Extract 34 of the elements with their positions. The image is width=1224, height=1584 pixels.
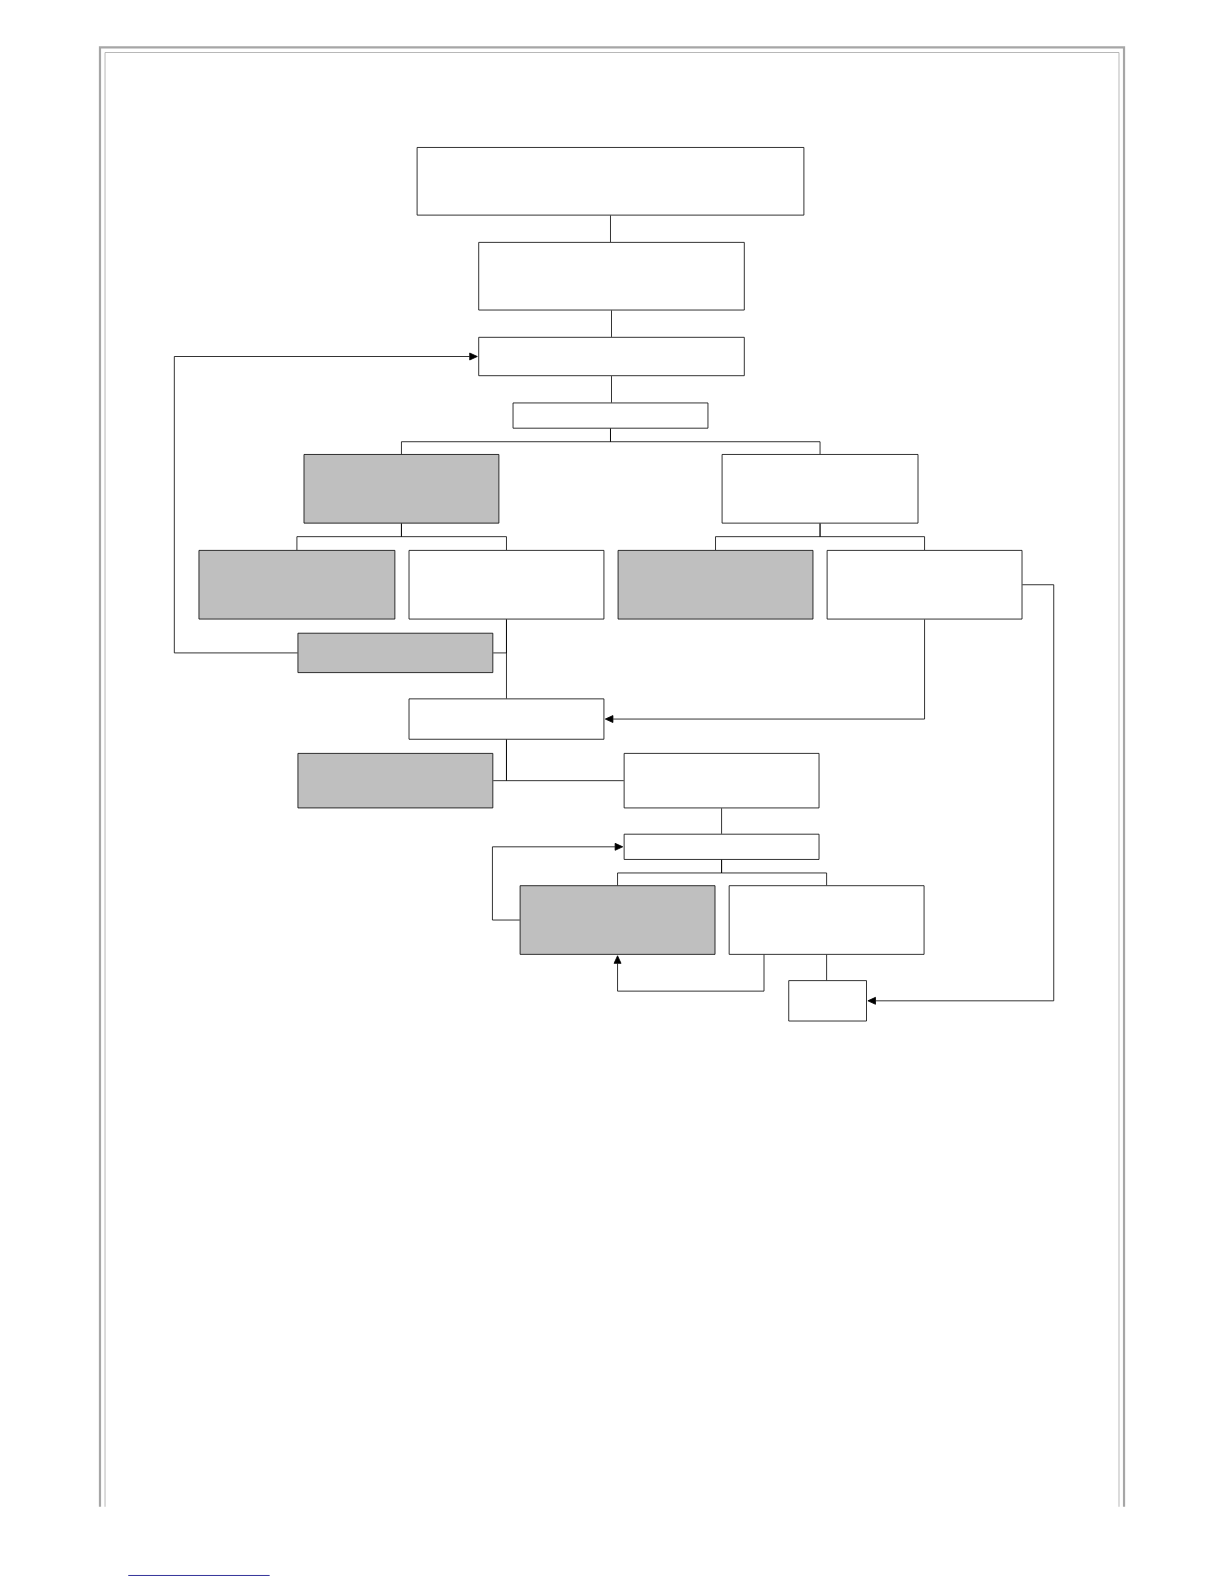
process-box <box>721 454 919 524</box>
shaded-box <box>297 632 494 673</box>
arrow <box>867 584 1055 1005</box>
process-box <box>728 885 925 955</box>
shaded-box <box>617 550 814 620</box>
arrow <box>492 842 624 921</box>
process-box <box>478 242 745 311</box>
connector-line <box>610 428 821 455</box>
connector-line <box>506 619 507 699</box>
connector-line <box>610 215 611 243</box>
process-box <box>408 698 605 740</box>
connector-line <box>826 954 827 981</box>
process-box <box>478 336 745 377</box>
process-box <box>623 833 820 860</box>
shaded-box <box>198 550 396 620</box>
arrow <box>604 619 925 723</box>
arrow <box>613 954 765 992</box>
connector-line <box>721 859 827 886</box>
process-box <box>788 980 867 1022</box>
process-box <box>623 753 820 809</box>
connector-line <box>506 739 625 782</box>
connector-line <box>401 523 507 551</box>
process-box <box>416 147 805 216</box>
process-box <box>408 550 605 620</box>
connector-line <box>611 310 612 338</box>
connector-line <box>611 375 612 403</box>
shaded-box <box>519 885 716 955</box>
shaded-box <box>303 454 500 524</box>
process-box <box>512 402 709 429</box>
shaded-box <box>297 753 494 809</box>
connector-line <box>819 523 925 551</box>
connector-line <box>721 807 722 835</box>
process-box <box>826 550 1023 620</box>
arrow <box>173 352 478 654</box>
